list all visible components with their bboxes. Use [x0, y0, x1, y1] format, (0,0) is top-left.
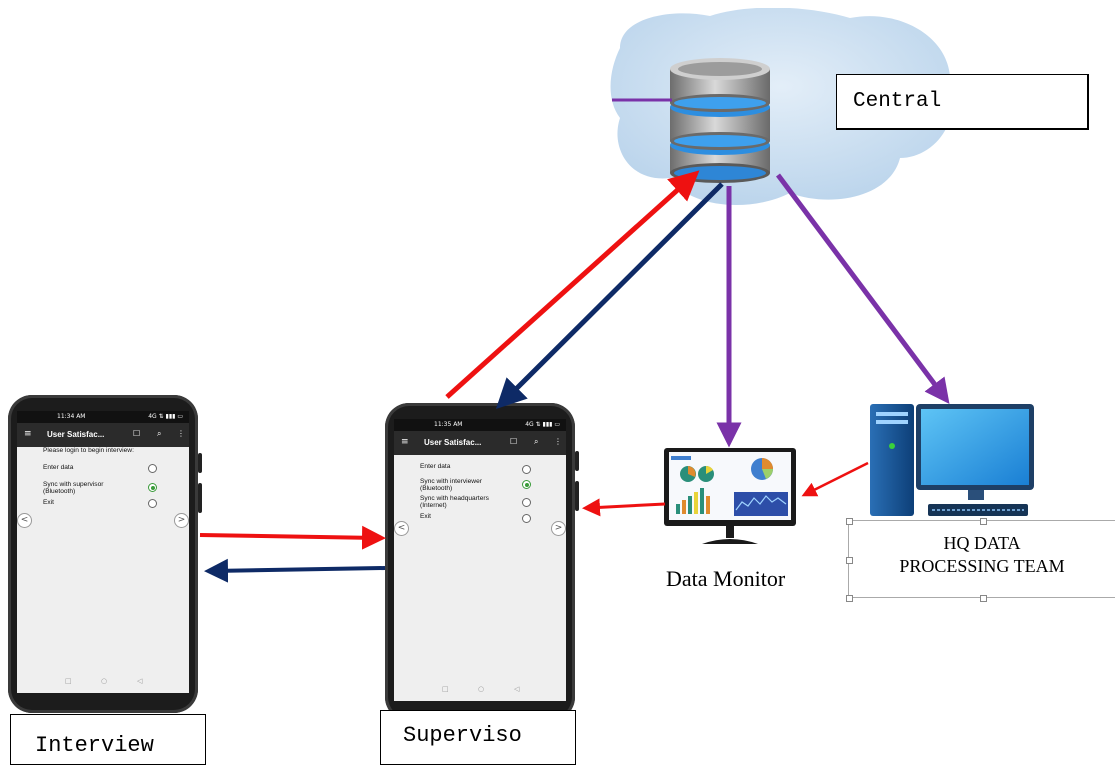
home-icon[interactable]: ○	[478, 685, 485, 693]
app-title: User Satisfac...	[47, 430, 105, 439]
arrow-data-monitor-to-supervisor	[582, 498, 666, 517]
next-arrow-icon[interactable]: >	[551, 521, 566, 536]
central-label: Central	[836, 74, 1089, 130]
signal-icon: 4G ⇅ ▮▮▮ ▭	[525, 421, 560, 428]
desktop-computer-icon	[870, 404, 1034, 516]
radio-button-selected[interactable]	[148, 483, 157, 492]
interviewer-label: Interview	[10, 714, 206, 765]
radio-button-selected[interactable]	[522, 480, 531, 489]
menu-icon[interactable]: ≡	[401, 437, 409, 447]
radio-button[interactable]	[148, 464, 157, 473]
radio-button[interactable]	[522, 465, 531, 474]
next-arrow-icon[interactable]: >	[174, 513, 189, 528]
prev-arrow-icon[interactable]: <	[17, 513, 32, 528]
arrow-supervisor-to-central	[445, 170, 700, 399]
radio-button[interactable]	[522, 498, 531, 507]
arrow-supervisor-to-interviewer	[204, 558, 386, 583]
recent-apps-icon[interactable]: □	[442, 685, 449, 693]
arrow-hq-to-data-monitor	[801, 461, 869, 497]
search-icon[interactable]: ⌕	[157, 429, 162, 438]
option-sync-supervisor[interactable]: Sync with supervisor (Bluetooth)	[43, 481, 157, 495]
prev-arrow-icon[interactable]: <	[394, 521, 409, 536]
android-nav-bar: □ ○ ◁	[394, 685, 566, 695]
data-monitor-icon	[664, 448, 796, 544]
arrow-interviewer-to-supervisor	[199, 525, 386, 550]
supervisor-label: Superviso	[380, 710, 576, 765]
arrow-central-to-hq	[775, 173, 950, 405]
data-monitor-label: Data Monitor	[666, 566, 786, 591]
back-icon[interactable]: ◁	[514, 685, 520, 693]
edit-icon[interactable]: ☐	[510, 437, 518, 446]
recent-apps-icon[interactable]: □	[65, 677, 72, 685]
hq-label-line2: PROCESSING TEAM	[899, 556, 1065, 576]
hq-processing-team-label: HQ DATA PROCESSING TEAM	[846, 518, 1115, 602]
hq-label-line1: HQ DATA	[943, 533, 1021, 553]
interviewer-phone: 11:34 AM 4G ⇅ ▮▮▮ ▭ ≡ User Satisfac... ☐…	[8, 395, 202, 713]
interviewer-screen: 11:34 AM 4G ⇅ ▮▮▮ ▭ ≡ User Satisfac... ☐…	[17, 411, 189, 693]
database-icon	[670, 58, 770, 183]
app-title: User Satisfac...	[424, 438, 482, 447]
status-bar: 11:35 AM 4G ⇅ ▮▮▮ ▭	[394, 419, 566, 431]
app-bar: ≡ User Satisfac... ☐ ⌕ ⋮	[394, 431, 566, 455]
option-enter-data[interactable]: Enter data	[43, 464, 183, 473]
option-exit[interactable]: Exit	[43, 499, 183, 508]
radio-button[interactable]	[148, 499, 157, 508]
arrow-central-to-supervisor	[495, 182, 724, 410]
login-prompt: Please login to begin interview:	[43, 447, 134, 454]
option-exit[interactable]: Exit	[420, 513, 560, 523]
back-icon[interactable]: ◁	[137, 677, 143, 685]
signal-icon: 4G ⇅ ▮▮▮ ▭	[148, 413, 183, 420]
option-sync-interviewer[interactable]: Sync with interviewer (Bluetooth)	[420, 478, 531, 492]
app-bar: ≡ User Satisfac... ☐ ⌕ ⋮	[17, 423, 189, 447]
more-icon[interactable]: ⋮	[554, 437, 562, 446]
radio-button[interactable]	[522, 514, 531, 523]
status-bar: 11:34 AM 4G ⇅ ▮▮▮ ▭	[17, 411, 189, 423]
home-icon[interactable]: ○	[101, 677, 108, 685]
edit-icon[interactable]: ☐	[133, 429, 141, 438]
option-sync-headquarters[interactable]: Sync with headquarters (Internet)	[420, 495, 531, 509]
status-time: 11:35 AM	[434, 421, 463, 428]
android-nav-bar: □ ○ ◁	[17, 677, 189, 687]
status-time: 11:34 AM	[57, 413, 86, 420]
search-icon[interactable]: ⌕	[534, 437, 539, 446]
supervisor-phone: 11:35 AM 4G ⇅ ▮▮▮ ▭ ≡ User Satisfac... ☐…	[385, 403, 579, 721]
menu-icon[interactable]: ≡	[24, 429, 32, 439]
more-icon[interactable]: ⋮	[177, 429, 185, 438]
option-enter-data[interactable]: Enter data	[420, 463, 560, 474]
supervisor-screen: 11:35 AM 4G ⇅ ▮▮▮ ▭ ≡ User Satisfac... ☐…	[394, 419, 566, 701]
